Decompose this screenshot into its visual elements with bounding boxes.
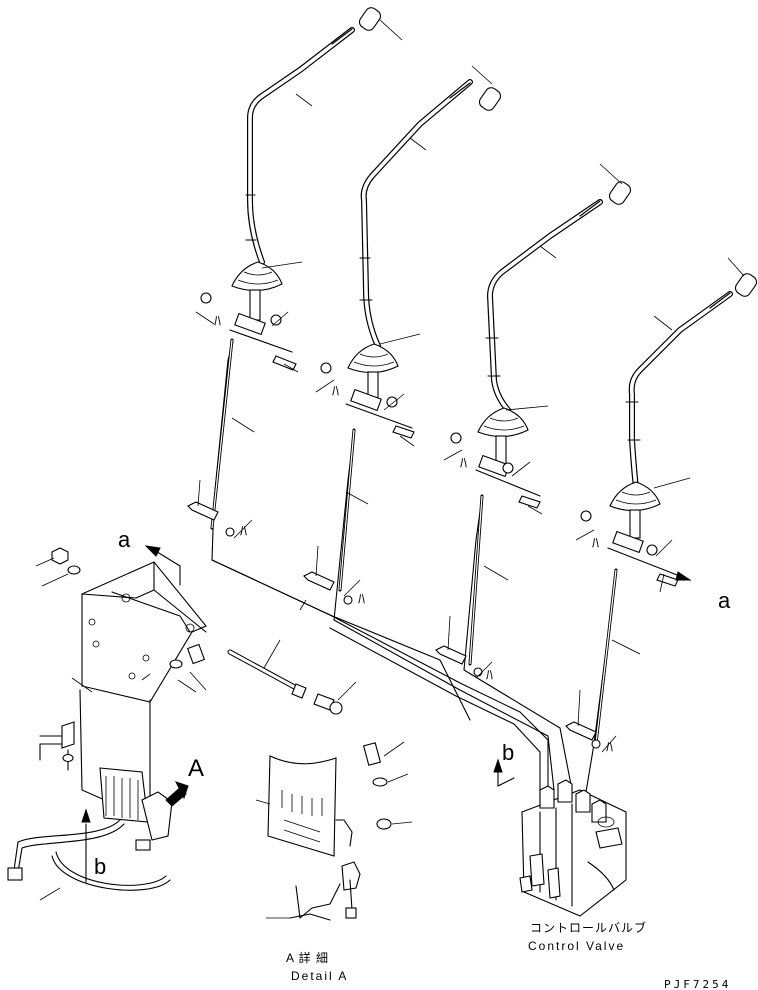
view-a-marker: A — [188, 755, 204, 782]
arrow-b-right-label: b — [502, 740, 514, 765]
lever-3-boot — [477, 407, 529, 438]
lever-1-knob — [358, 7, 382, 31]
arrow-b-right-icon — [493, 758, 503, 773]
nut — [51, 547, 69, 565]
lever-1-rod — [247, 27, 355, 265]
lever-4-boot — [609, 481, 661, 512]
lever-2-rod — [360, 79, 473, 349]
lever-assembly-4 — [565, 257, 758, 793]
detail-title-en: Detail A — [291, 969, 348, 983]
lever-2-knob — [478, 87, 502, 111]
leader-glyph: ﾊ — [240, 523, 247, 539]
arrow-a-upper-label: a — [118, 527, 131, 552]
control-linkage — [211, 559, 549, 805]
drawing-code: PJF7254 — [664, 978, 731, 990]
detail-title-jp: A 詳 細 — [286, 950, 329, 965]
leader-glyph: ﾊ — [606, 739, 613, 755]
lever-assembly-1 — [187, 7, 471, 721]
control-valve-label-jp: コントロールバルブ — [530, 920, 647, 935]
lever-4-knob — [734, 273, 758, 297]
arrow-a-right-label: a — [718, 588, 731, 613]
reference-arrows — [144, 545, 515, 787]
lever-assembly-3 — [435, 163, 632, 791]
lever-3-rod — [486, 199, 603, 413]
leader-glyph: ﾊ — [592, 535, 599, 551]
arrow-a-upper-icon — [144, 545, 161, 557]
leader-glyph: ﾊ — [460, 455, 467, 471]
bracket-assembly — [7, 547, 357, 901]
lever-2-boot — [347, 343, 399, 374]
mounting-bracket — [81, 561, 207, 703]
control-valve-label-en: Control Valve — [528, 939, 625, 953]
arrow-b-left-label: b — [94, 854, 106, 879]
control-valve — [519, 779, 627, 917]
detail-a-view — [255, 741, 413, 921]
lever-assembly-2 — [303, 65, 555, 791]
leader-glyph: ﾊ — [486, 667, 493, 683]
lever-3-knob — [608, 181, 632, 205]
control-valve-body — [521, 789, 627, 917]
lever-4-rod — [628, 291, 733, 491]
leader-glyph: ﾊ — [214, 313, 221, 329]
switch-box — [99, 767, 149, 823]
leader-glyph: ﾊ — [358, 591, 365, 607]
leader-glyph: ﾊ — [332, 383, 339, 399]
